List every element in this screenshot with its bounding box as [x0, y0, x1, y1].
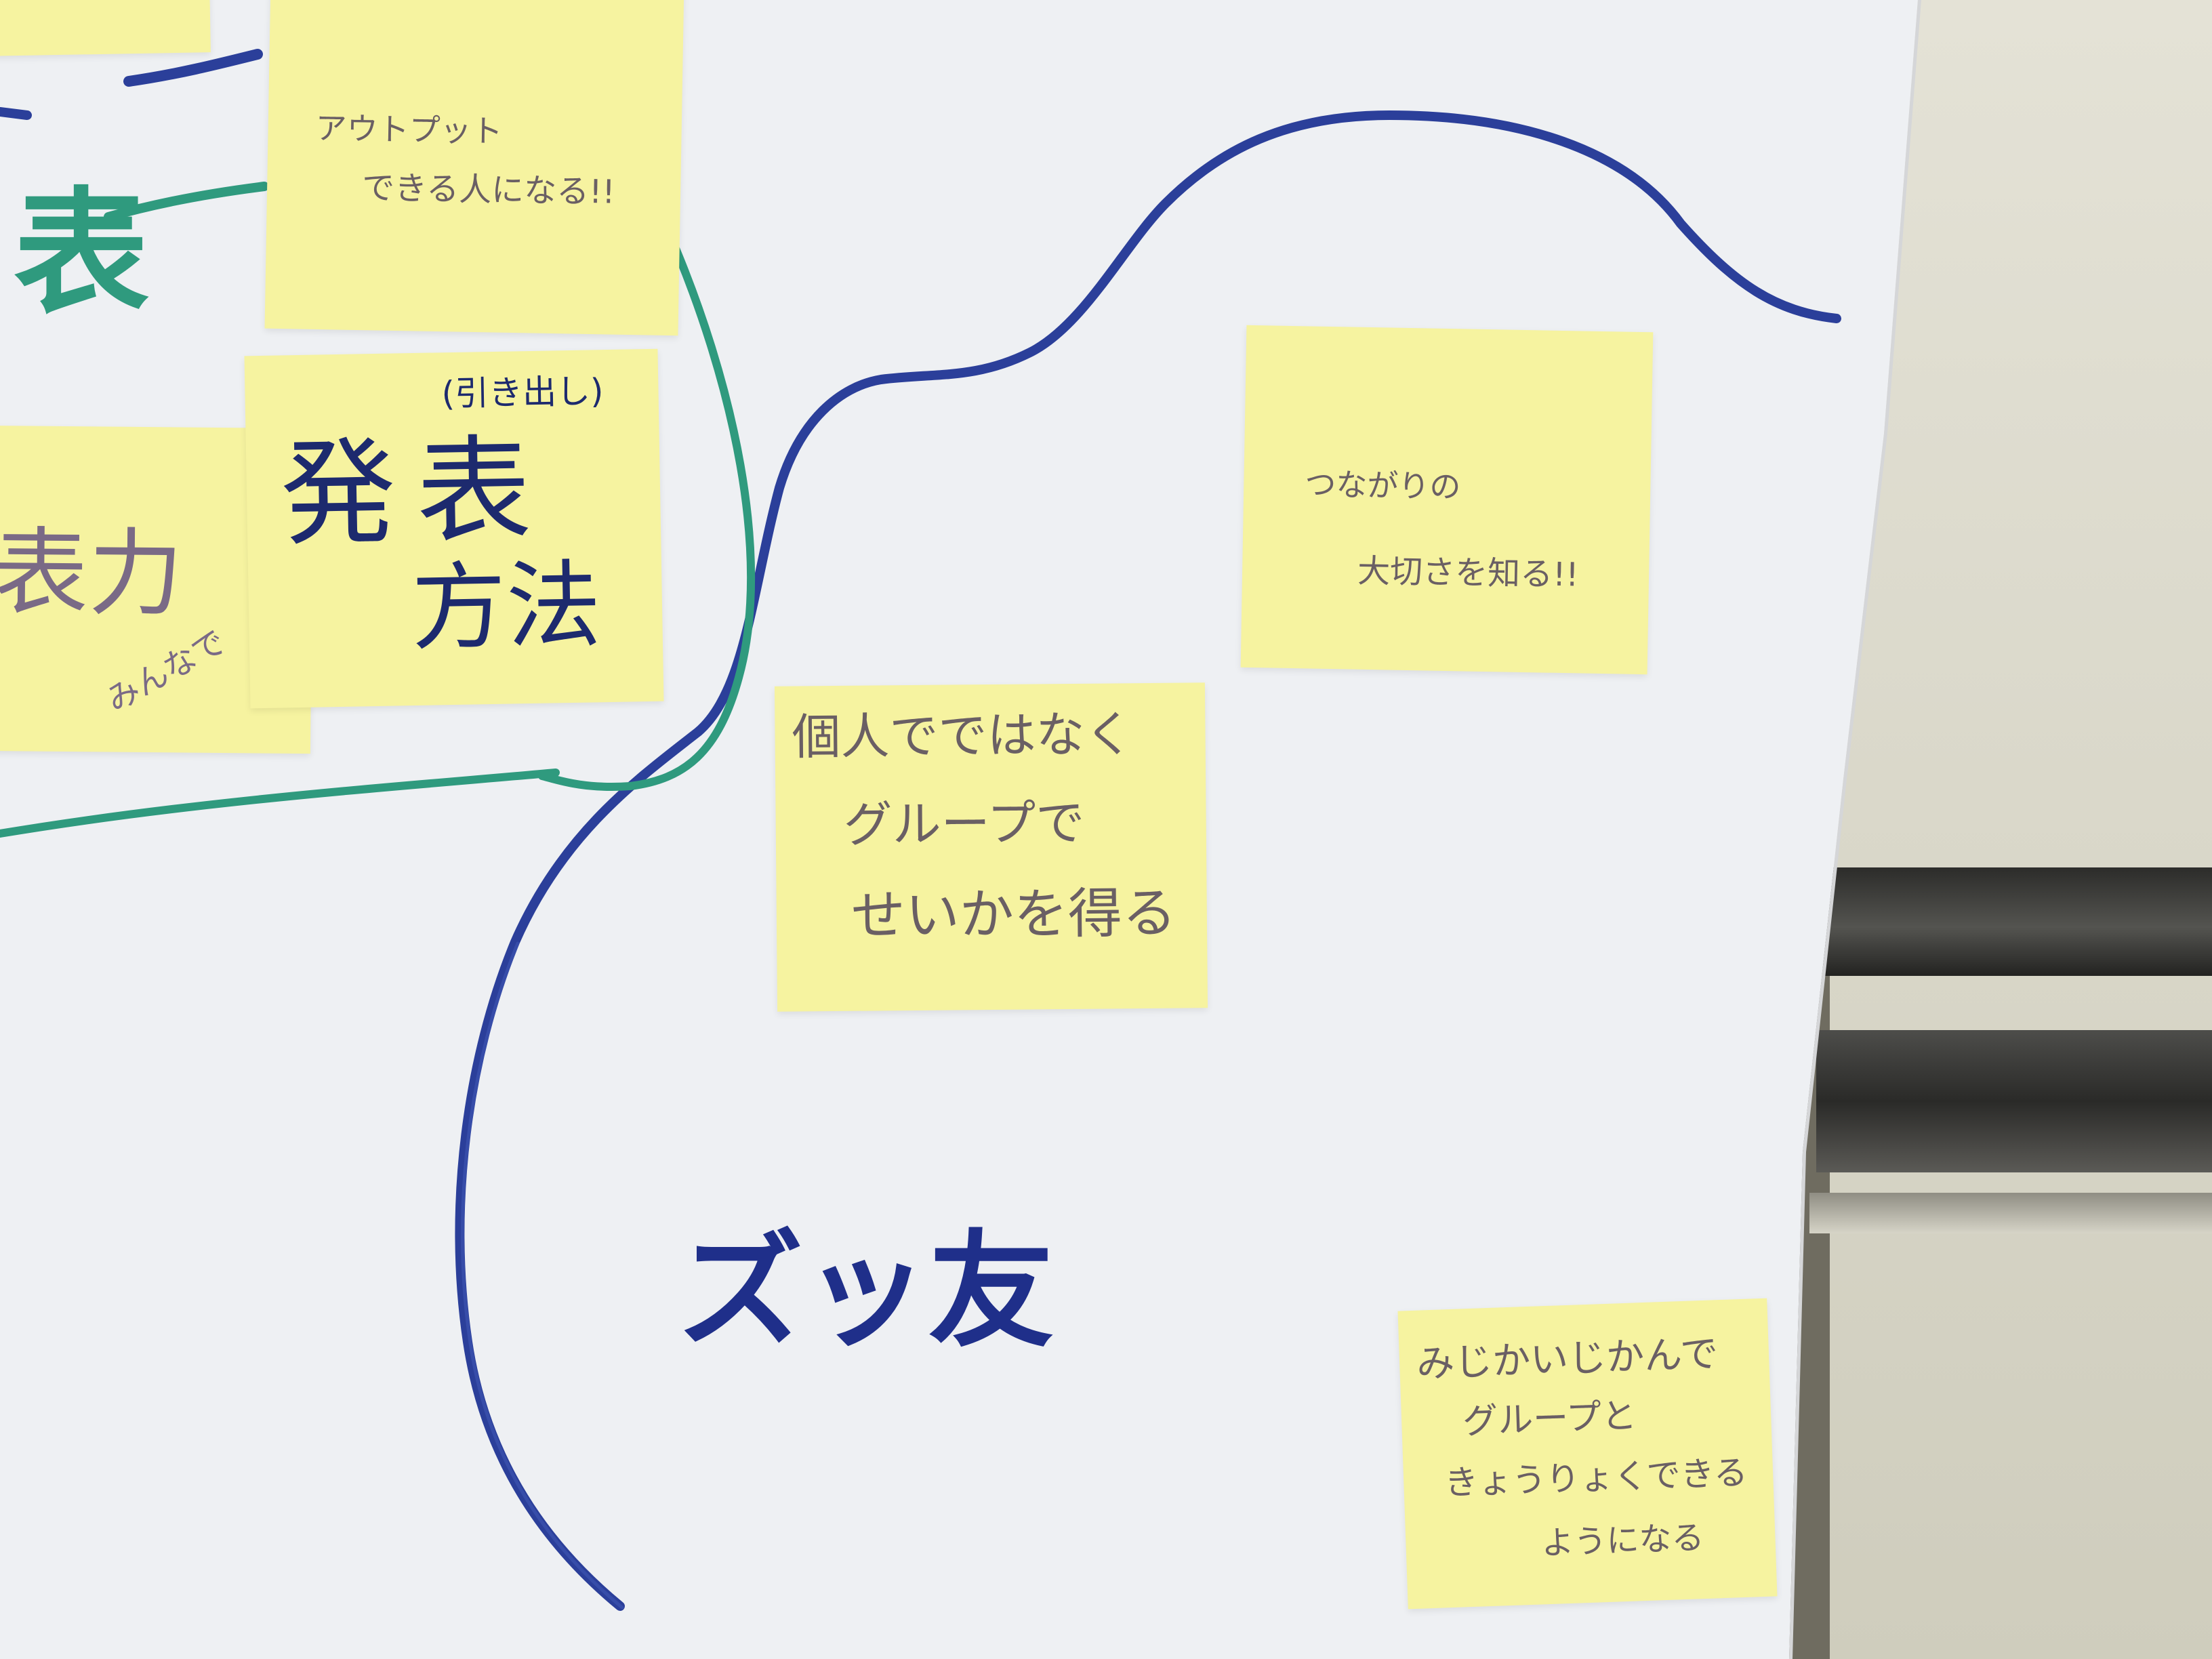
whiteboard-tray: [1809, 1193, 2212, 1233]
note-short-time-line1: みじかいじかんで: [1416, 1332, 1719, 1387]
note-short-time-line4: ようになる: [1540, 1519, 1705, 1563]
green-bottom-line: [0, 769, 560, 838]
note-connection-line2: 大切さを知る!!: [1357, 552, 1580, 594]
whiteboard-rail: [1823, 867, 2212, 976]
note-output-line1: アウトプット: [315, 109, 504, 150]
note-group-line2: グループで: [843, 794, 1085, 853]
green-top-line: [104, 182, 269, 222]
note-presentation-line1: 発: [279, 426, 397, 562]
note-group-line3: せいかを得る: [851, 881, 1177, 947]
whiteboard-rail-lower: [1816, 1030, 2212, 1172]
note-short-time-line3: きょうりょくできる: [1443, 1452, 1748, 1503]
sticky-note-short-time: みじかいじかんで グループと きょうりょくできる ようになる: [1397, 1298, 1778, 1610]
green-enclosure-line: [538, 233, 756, 791]
note-connection-line1: つながりの: [1304, 466, 1461, 506]
note-presentation-annotation: (引き出し): [441, 371, 605, 414]
note-group-line1: 個人でではなく: [792, 705, 1134, 766]
note-left-text: 表力: [0, 518, 184, 630]
note-short-time-line2: グループと: [1462, 1395, 1638, 1443]
sticky-note-group: 個人でではなく グループで せいかを得る: [774, 682, 1208, 1012]
sticky-note-connection: つながりの 大切さを知る!!: [1240, 325, 1654, 675]
note-output-line2: できる人になる!!: [361, 169, 616, 211]
blue-path-line: [455, 110, 1841, 1611]
note-presentation-line3: 方法: [410, 550, 602, 665]
sticky-note-presentation: (引き出し) 発 表 方法: [244, 348, 664, 709]
big-green-word: 表: [14, 175, 150, 333]
note-left-small-text: みんなで: [100, 622, 232, 720]
sticky-note-top-left: [0, 0, 211, 56]
sticky-note-output: アウトプット できる人になる!!: [264, 0, 684, 336]
title-zuttomo: ズッ友: [678, 1218, 1054, 1364]
note-presentation-line2: 表: [415, 424, 533, 560]
blue-top-line: [123, 49, 263, 87]
